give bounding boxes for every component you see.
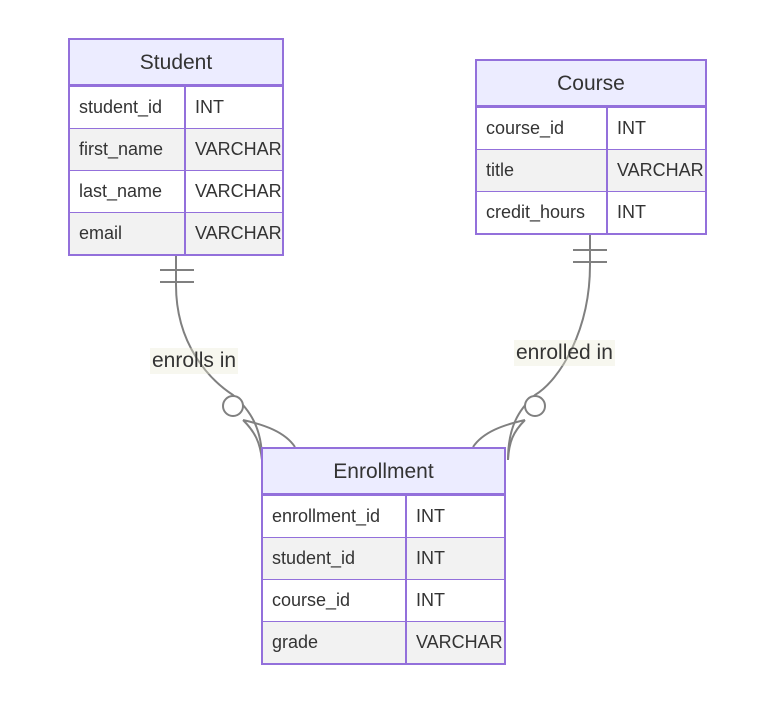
entity-title: Student xyxy=(70,40,282,86)
attribute-row: student_id INT xyxy=(263,537,504,579)
attribute-name: course_id xyxy=(477,108,608,149)
cardinality-zero-circle xyxy=(222,395,244,417)
attribute-type: VARCHAR xyxy=(195,181,282,201)
entity-enrollment[interactable]: Enrollment enrollment_id INT student_id … xyxy=(261,447,506,665)
attribute-row: last_name VARCHAR xyxy=(70,170,282,212)
attribute-type: INT xyxy=(416,548,445,568)
attribute-type: INT xyxy=(416,590,445,610)
attribute-type: VARCHAR xyxy=(416,632,503,652)
relationship-label-enrolls-in: enrolls in xyxy=(150,348,239,374)
attribute-name: last_name xyxy=(70,171,186,212)
relationship-course-enrollment xyxy=(472,234,607,461)
relationship-student-enrollment xyxy=(160,255,296,461)
attribute-type: INT xyxy=(195,97,224,117)
entity-student[interactable]: Student student_id INT first_name VARCHA… xyxy=(68,38,284,256)
attribute-row: credit_hours INT xyxy=(477,191,705,233)
entity-title: Course xyxy=(477,61,705,107)
attribute-type: INT xyxy=(617,202,646,222)
attribute-name: title xyxy=(477,150,608,191)
attribute-row: title VARCHAR xyxy=(477,149,705,191)
entity-title: Enrollment xyxy=(263,449,504,495)
attribute-name: grade xyxy=(263,622,407,663)
attribute-name: student_id xyxy=(70,87,186,128)
attribute-row: student_id INT xyxy=(70,86,282,128)
attribute-row: course_id INT xyxy=(477,107,705,149)
attribute-name: course_id xyxy=(263,580,407,621)
attribute-type: INT xyxy=(617,118,646,138)
relationship-line-enrolled-in xyxy=(507,234,591,461)
relationship-line-enrolls-in xyxy=(175,255,263,461)
attribute-row: email VARCHAR xyxy=(70,212,282,254)
attribute-name: student_id xyxy=(263,538,407,579)
attribute-name: credit_hours xyxy=(477,192,608,233)
entity-course[interactable]: Course course_id INT title VARCHAR credi… xyxy=(475,59,707,235)
attribute-name: first_name xyxy=(70,129,186,170)
attribute-row: grade VARCHAR xyxy=(263,621,504,663)
attribute-name: email xyxy=(70,213,186,254)
attribute-type: VARCHAR xyxy=(195,223,282,243)
attribute-type: VARCHAR xyxy=(617,160,704,180)
relationship-label-enrolled-in: enrolled in xyxy=(514,340,615,366)
attribute-type: INT xyxy=(416,506,445,526)
attribute-row: enrollment_id INT xyxy=(263,495,504,537)
cardinality-many-crowfoot xyxy=(472,419,526,461)
attribute-row: course_id INT xyxy=(263,579,504,621)
attribute-type: VARCHAR xyxy=(195,139,282,159)
cardinality-zero-circle xyxy=(524,395,546,417)
attribute-row: first_name VARCHAR xyxy=(70,128,282,170)
attribute-name: enrollment_id xyxy=(263,496,407,537)
